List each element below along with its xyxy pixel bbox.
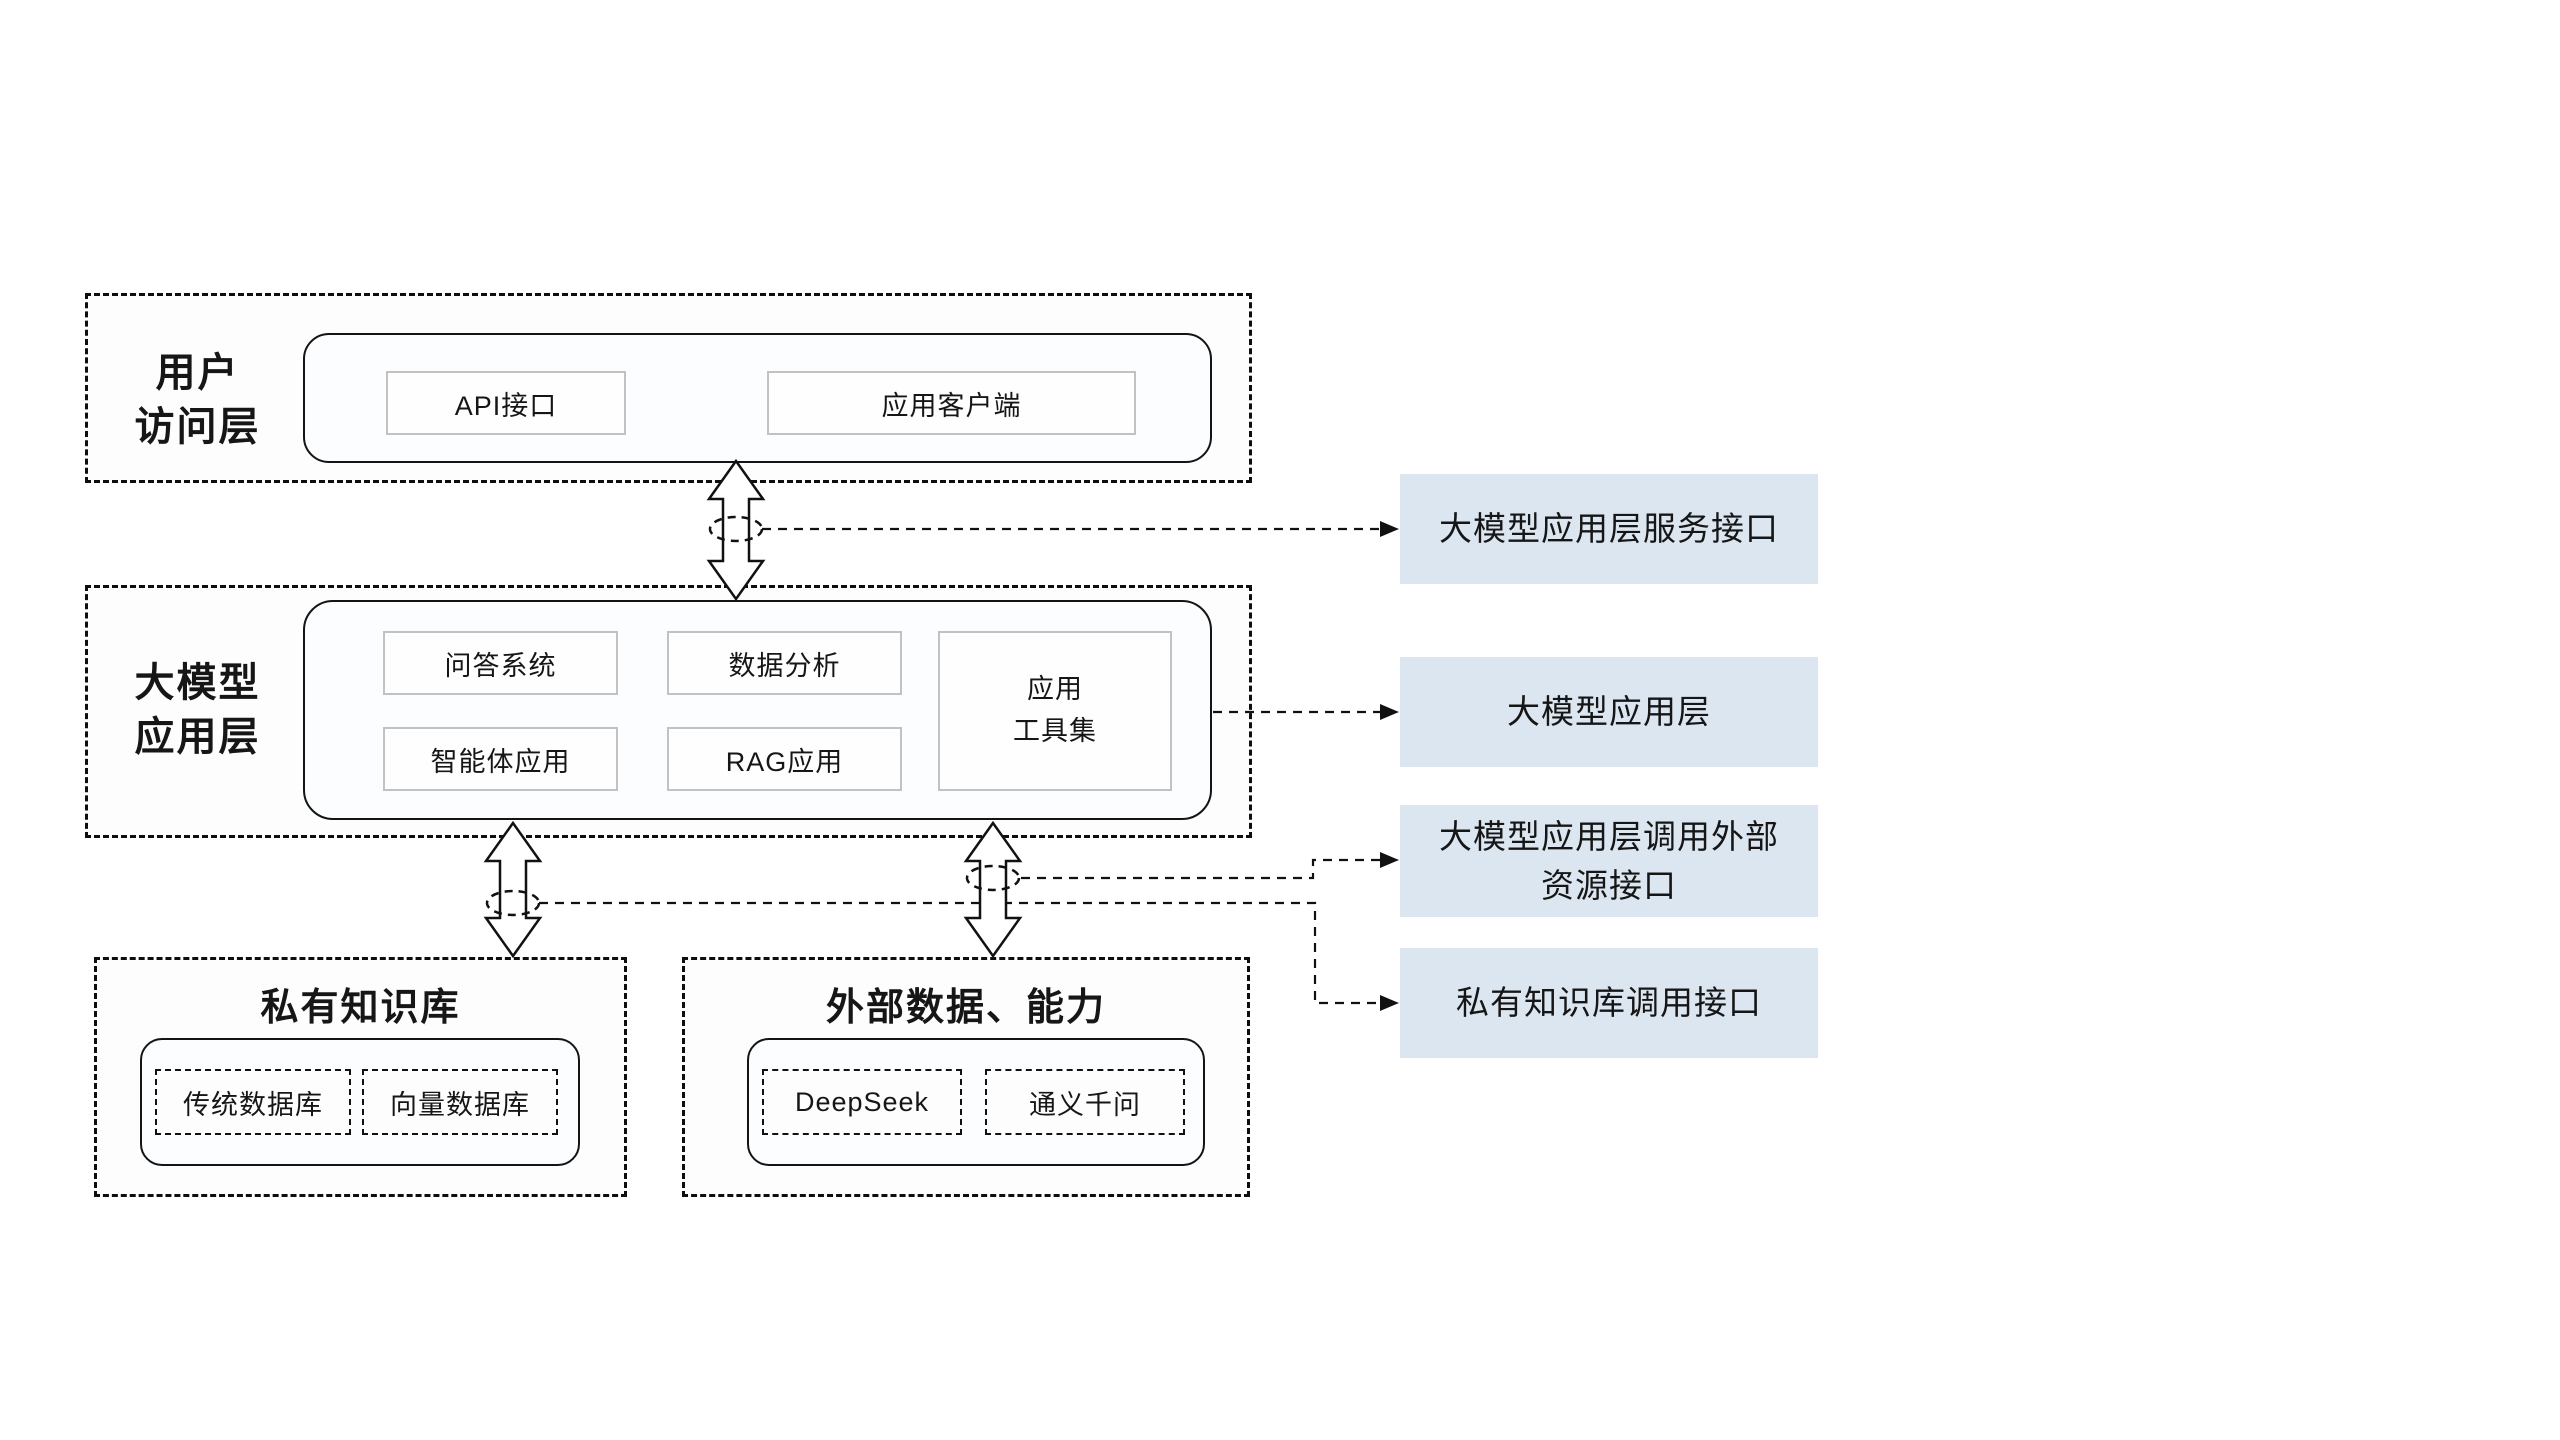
arrowhead-service-interface <box>1380 521 1399 537</box>
app-toolset-line2: 工具集 <box>1013 716 1097 746</box>
arrowhead-external-resource <box>1380 852 1399 868</box>
external-data-title: 外部数据、能力 <box>825 986 1106 1029</box>
connection-ellipse-external <box>965 864 1021 892</box>
llm-app-layer-label: 大模型 应用层 <box>100 645 295 775</box>
api-interface-box: API接口 <box>386 371 626 435</box>
connection-ellipse-private-kb <box>485 889 541 917</box>
agent-app-box: 智能体应用 <box>383 727 618 791</box>
callout-external-resource-interface-line2: 资源接口 <box>1541 867 1677 904</box>
callout-llm-service-interface-text: 大模型应用层服务接口 <box>1439 510 1779 548</box>
callout-llm-app-layer-text: 大模型应用层 <box>1507 693 1711 731</box>
data-analysis-box: 数据分析 <box>667 631 902 695</box>
user-access-layer-label: 用户 访问层 <box>100 335 295 465</box>
callout-external-resource-interface: 大模型应用层调用外部 资源接口 <box>1400 805 1818 917</box>
callout-private-kb-interface: 私有知识库调用接口 <box>1400 948 1818 1058</box>
traditional-db-box: 传统数据库 <box>155 1069 351 1135</box>
callout-external-resource-interface-line1: 大模型应用层调用外部 <box>1439 817 1779 855</box>
app-toolset-line1: 应用 <box>1027 674 1083 705</box>
qa-system-box: 问答系统 <box>383 631 618 695</box>
callout-private-kb-interface-text: 私有知识库调用接口 <box>1456 984 1762 1022</box>
dashed-connector-external-resource <box>1021 858 1380 880</box>
llm-app-layer-label-line1: 大模型 <box>134 661 261 705</box>
app-toolset-box: 应用 工具集 <box>938 631 1172 791</box>
arrowhead-llm-app-layer <box>1380 704 1399 720</box>
app-client-box: 应用客户端 <box>767 371 1136 435</box>
callout-llm-service-interface: 大模型应用层服务接口 <box>1400 474 1818 584</box>
user-access-layer-label-line2: 访问层 <box>134 405 261 449</box>
rag-app-box: RAG应用 <box>667 727 902 791</box>
arrowhead-private-kb <box>1380 995 1399 1011</box>
double-arrow-llm-external <box>963 820 1023 959</box>
private-kb-title: 私有知识库 <box>260 986 461 1029</box>
tongyi-qianwen-box: 通义千问 <box>985 1069 1185 1135</box>
connection-ellipse-service-interface <box>708 515 764 543</box>
user-access-layer-label-line1: 用户 <box>155 351 240 395</box>
llm-app-layer-label-line2: 应用层 <box>134 715 261 759</box>
double-arrow-llm-private-kb <box>483 820 543 959</box>
deepseek-box: DeepSeek <box>762 1069 962 1135</box>
vector-db-box: 向量数据库 <box>362 1069 558 1135</box>
callout-llm-app-layer: 大模型应用层 <box>1400 657 1818 767</box>
